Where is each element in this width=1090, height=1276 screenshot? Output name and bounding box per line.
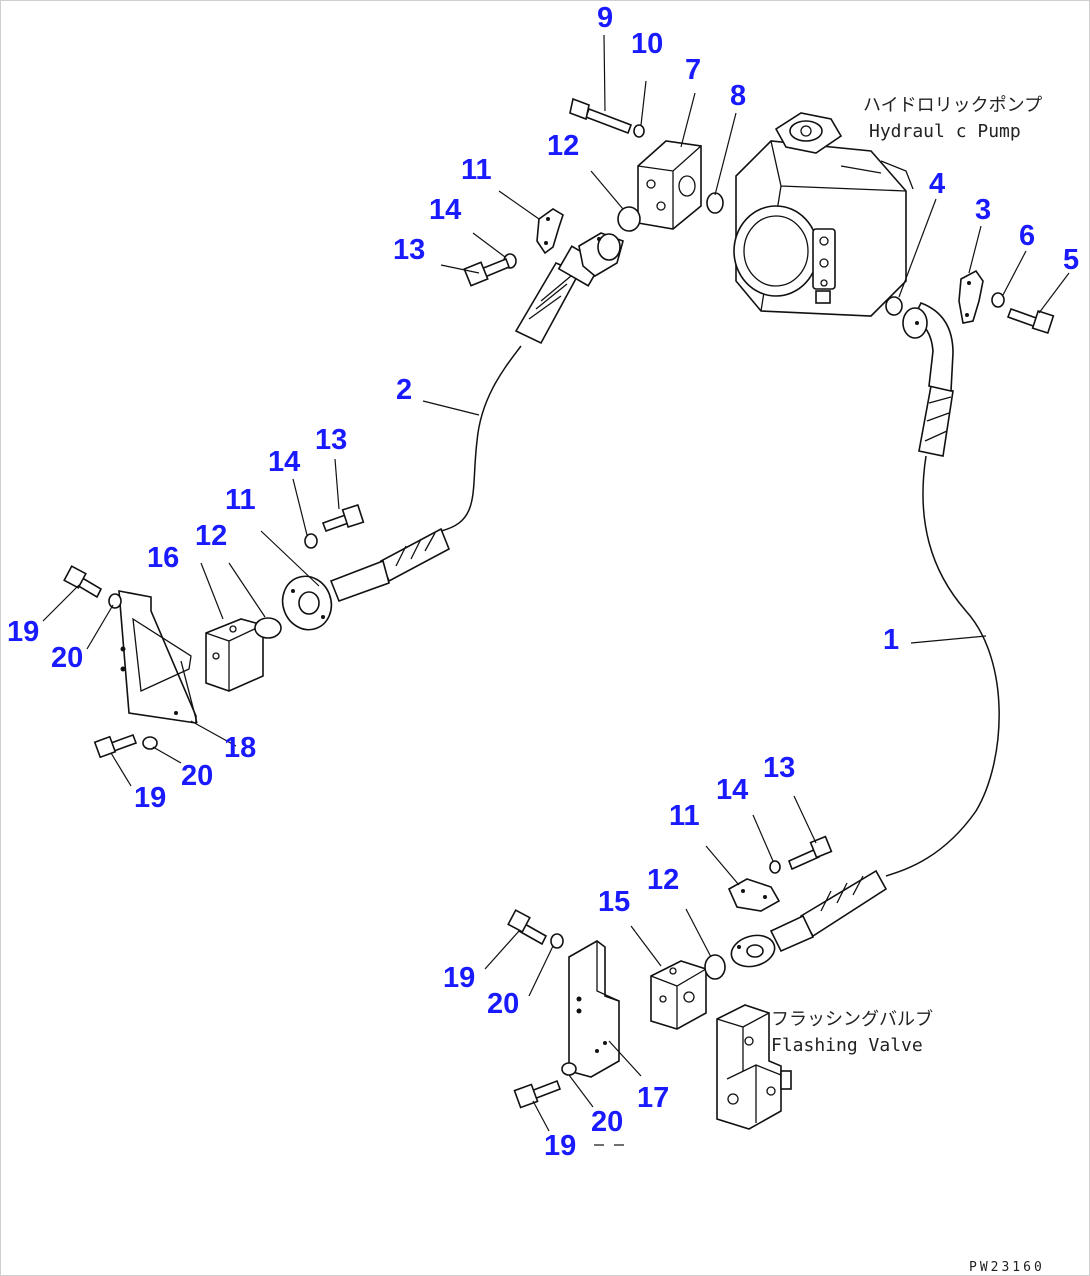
block-16 <box>205 618 264 692</box>
washer-14-left <box>304 533 318 549</box>
hydraulic-pump <box>733 112 914 317</box>
callout-17: 17 <box>637 1082 669 1114</box>
split-flange-11-bottom <box>727 878 781 912</box>
callout-20: 20 <box>181 760 213 792</box>
bolt-13-top <box>463 257 511 287</box>
valve-label-en: Flashing Valve <box>771 1035 923 1056</box>
hose-1-upper-fitting <box>902 301 954 457</box>
bolt-19-left-upper <box>63 565 103 599</box>
bracket-17 <box>568 940 620 1078</box>
washer-20-bottom-lower <box>561 1062 577 1076</box>
callout-3: 3 <box>975 194 991 226</box>
flashing-valve <box>716 1004 792 1130</box>
o-ring-4 <box>885 296 903 316</box>
bolt-19-left-lower <box>93 733 138 759</box>
callout-20: 20 <box>487 988 519 1020</box>
pump-label-jp: ハイドロリックポンプ <box>863 95 1042 116</box>
callout-13: 13 <box>763 752 795 784</box>
washer-20-left-lower <box>142 736 158 750</box>
hose-2-upper-fitting <box>514 232 624 345</box>
block-15 <box>650 960 707 1030</box>
bolt-5 <box>1006 307 1055 335</box>
valve-label-jp: フラッシングバルブ <box>771 1008 933 1030</box>
o-ring-12-bottom <box>704 954 726 980</box>
washer-14-bottom <box>769 860 781 874</box>
washer-20-bottom-upper <box>550 933 564 949</box>
leader-lines <box>42 34 1070 1146</box>
washer-20-left-upper <box>108 593 122 609</box>
split-flange-11-top <box>536 208 564 255</box>
callout-20: 20 <box>51 642 83 674</box>
callout-14: 14 <box>429 194 461 226</box>
callout-5: 5 <box>1063 244 1079 276</box>
callout-13: 13 <box>393 234 425 266</box>
callout-12: 12 <box>195 520 227 552</box>
callout-11: 11 <box>225 484 256 516</box>
callout-11: 11 <box>669 800 700 832</box>
callout-4: 4 <box>929 168 945 200</box>
block-7 <box>637 140 702 230</box>
callout-20: 20 <box>591 1106 623 1138</box>
callout-14: 14 <box>268 446 300 478</box>
callout-6: 6 <box>1019 220 1035 252</box>
bolt-13-left <box>321 503 365 533</box>
callout-14: 14 <box>716 774 748 806</box>
drawing-code: PW23160 <box>969 1260 1045 1275</box>
callout-18: 18 <box>224 732 256 764</box>
callout-13: 13 <box>315 424 347 456</box>
callout-9: 9 <box>597 2 613 34</box>
callout-12: 12 <box>547 130 579 162</box>
hose-2-lower-fitting <box>281 527 451 631</box>
callout-numbers: 9 10 7 8 12 11 14 13 4 3 6 5 2 13 14 11 … <box>7 2 1079 1162</box>
callout-19: 19 <box>544 1130 576 1162</box>
hose-1-lower-fitting <box>730 869 888 968</box>
split-flange-3 <box>958 269 984 324</box>
callout-10: 10 <box>631 28 663 60</box>
callout-8: 8 <box>730 80 746 112</box>
pump-label-en: Hydraul c Pump <box>869 121 1021 142</box>
callout-2: 2 <box>396 374 412 406</box>
bolt-19-bottom-upper <box>507 909 548 946</box>
washer-6 <box>991 292 1005 308</box>
o-ring-12-left <box>254 617 282 639</box>
callout-19: 19 <box>134 782 166 814</box>
bolt-19-bottom-lower <box>513 1079 562 1109</box>
hose-2 <box>440 345 522 532</box>
callout-19: 19 <box>443 962 475 994</box>
callout-19: 19 <box>7 616 39 648</box>
o-ring-12-top <box>617 206 641 232</box>
callout-11: 11 <box>461 154 492 186</box>
washer-10 <box>633 124 645 138</box>
callout-1: 1 <box>883 624 899 656</box>
callout-15: 15 <box>598 886 630 918</box>
callout-12: 12 <box>647 864 679 896</box>
bracket-18 <box>118 590 198 724</box>
bolt-13-bottom <box>787 835 833 871</box>
hose-1 <box>885 455 1000 877</box>
bolt-9 <box>569 97 633 135</box>
o-ring-8 <box>706 192 724 214</box>
callout-16: 16 <box>147 542 179 574</box>
callout-7: 7 <box>685 54 701 86</box>
